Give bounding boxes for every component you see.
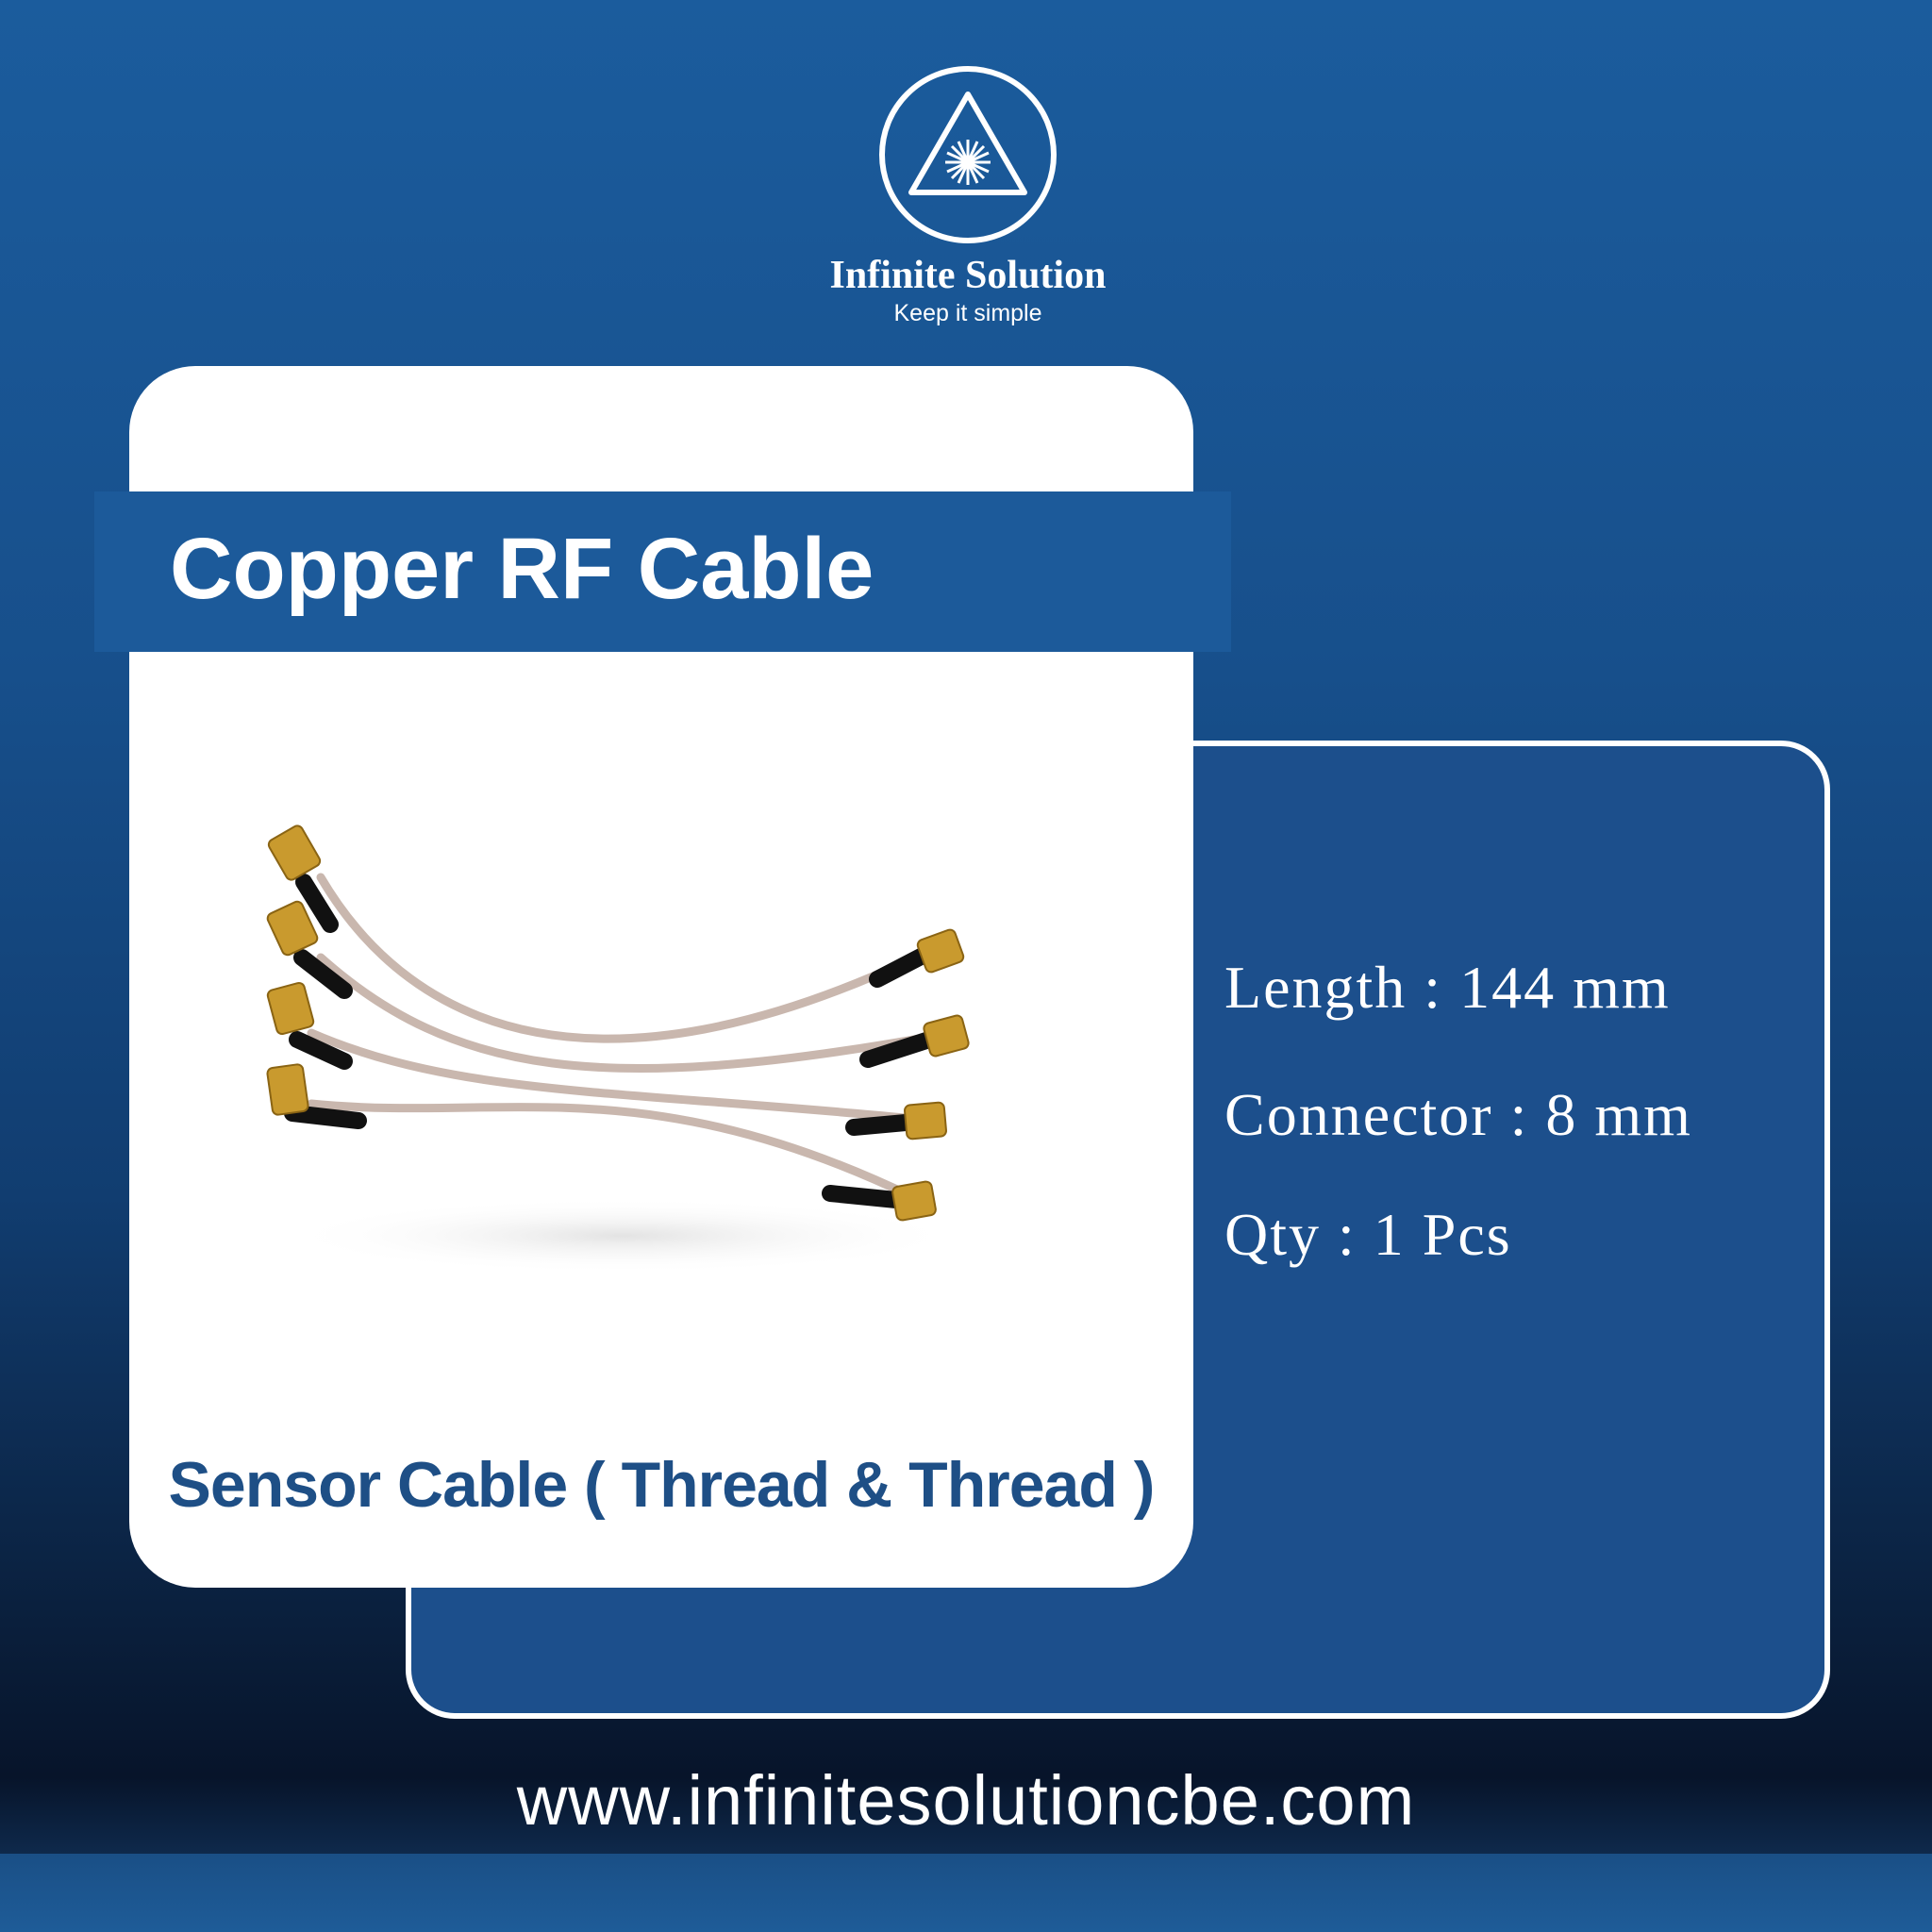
spec-length: Length : 144 mm [1224,954,1671,1021]
logo [879,66,1057,243]
brand-tagline: Keep it simple [893,300,1042,326]
brand-name: Infinite Solution [829,254,1107,297]
spec-qty: Qty : 1 Pcs [1224,1201,1512,1268]
triangle-starburst-icon [908,92,1027,195]
website-url: www.infinitesolutioncbe.com [516,1761,1416,1840]
product-subtitle: Sensor Cable ( Thread & Thread ) [168,1449,1156,1521]
product-title: Copper RF Cable [170,521,874,617]
spec-connector: Connector : 8 mm [1224,1081,1692,1148]
product-image [266,824,970,1274]
title-band [94,491,1231,652]
footer-band [0,1854,1932,1932]
